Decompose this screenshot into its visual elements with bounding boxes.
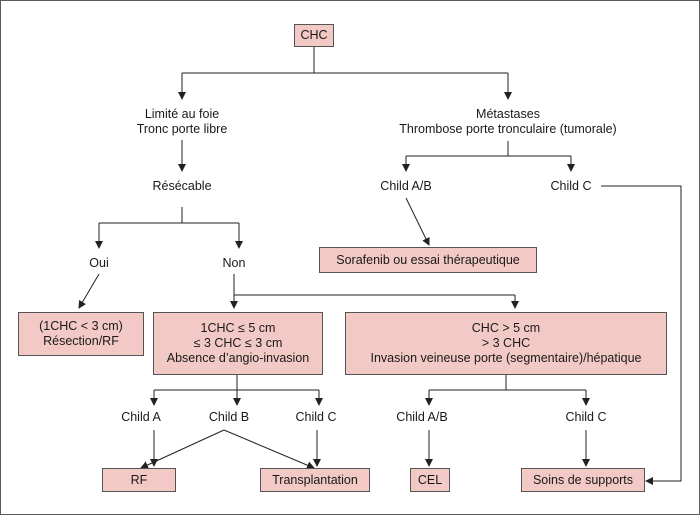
edge-oui-to-resection [78, 273, 100, 309]
child-c-label: Child C [295, 410, 337, 424]
oui-label: Oui [89, 256, 109, 270]
edge-right-child-c-to-soins [601, 185, 682, 485]
root-box-chc: CHC [294, 24, 334, 47]
large-tumor-box: CHC > 5 cm > 3 CHC Invasion veineuse por… [345, 312, 667, 375]
child-b-label: Child B [208, 410, 250, 424]
sorafenib-box: Sorafenib ou essai thérapeutique [319, 247, 537, 273]
small-tumor-box: 1CHC ≤ 5 cm ≤ 3 CHC ≤ 3 cm Absence d’ang… [153, 312, 323, 375]
edge-child-b-to-transplant [223, 429, 315, 469]
transplantation-box: Transplantation [260, 468, 370, 492]
right-child-ab-label: Child A/B [380, 179, 432, 193]
right-child-c-label: Child C [550, 179, 592, 193]
child-c-3-label: Child C [565, 410, 607, 424]
child-a-label: Child A [121, 410, 161, 424]
child-ab-2-label: Child A/B [396, 410, 448, 424]
resection-box: (1CHC < 3 cm) Résection/RF [18, 312, 144, 356]
edge-right-child-ab-to-sorafenib [405, 197, 430, 246]
edge-child-b-to-rf [140, 429, 225, 469]
rf-box: RF [102, 468, 176, 492]
limite-label: Limité au foie Tronc porte libre [136, 107, 228, 136]
resecable-label: Résécable [152, 179, 212, 193]
root-label: CHC [300, 28, 328, 42]
metastases-label: Métastases Thrombose porte tronculaire (… [399, 107, 617, 136]
cel-box: CEL [410, 468, 450, 492]
soins-box: Soins de supports [521, 468, 645, 492]
non-label: Non [222, 256, 246, 270]
